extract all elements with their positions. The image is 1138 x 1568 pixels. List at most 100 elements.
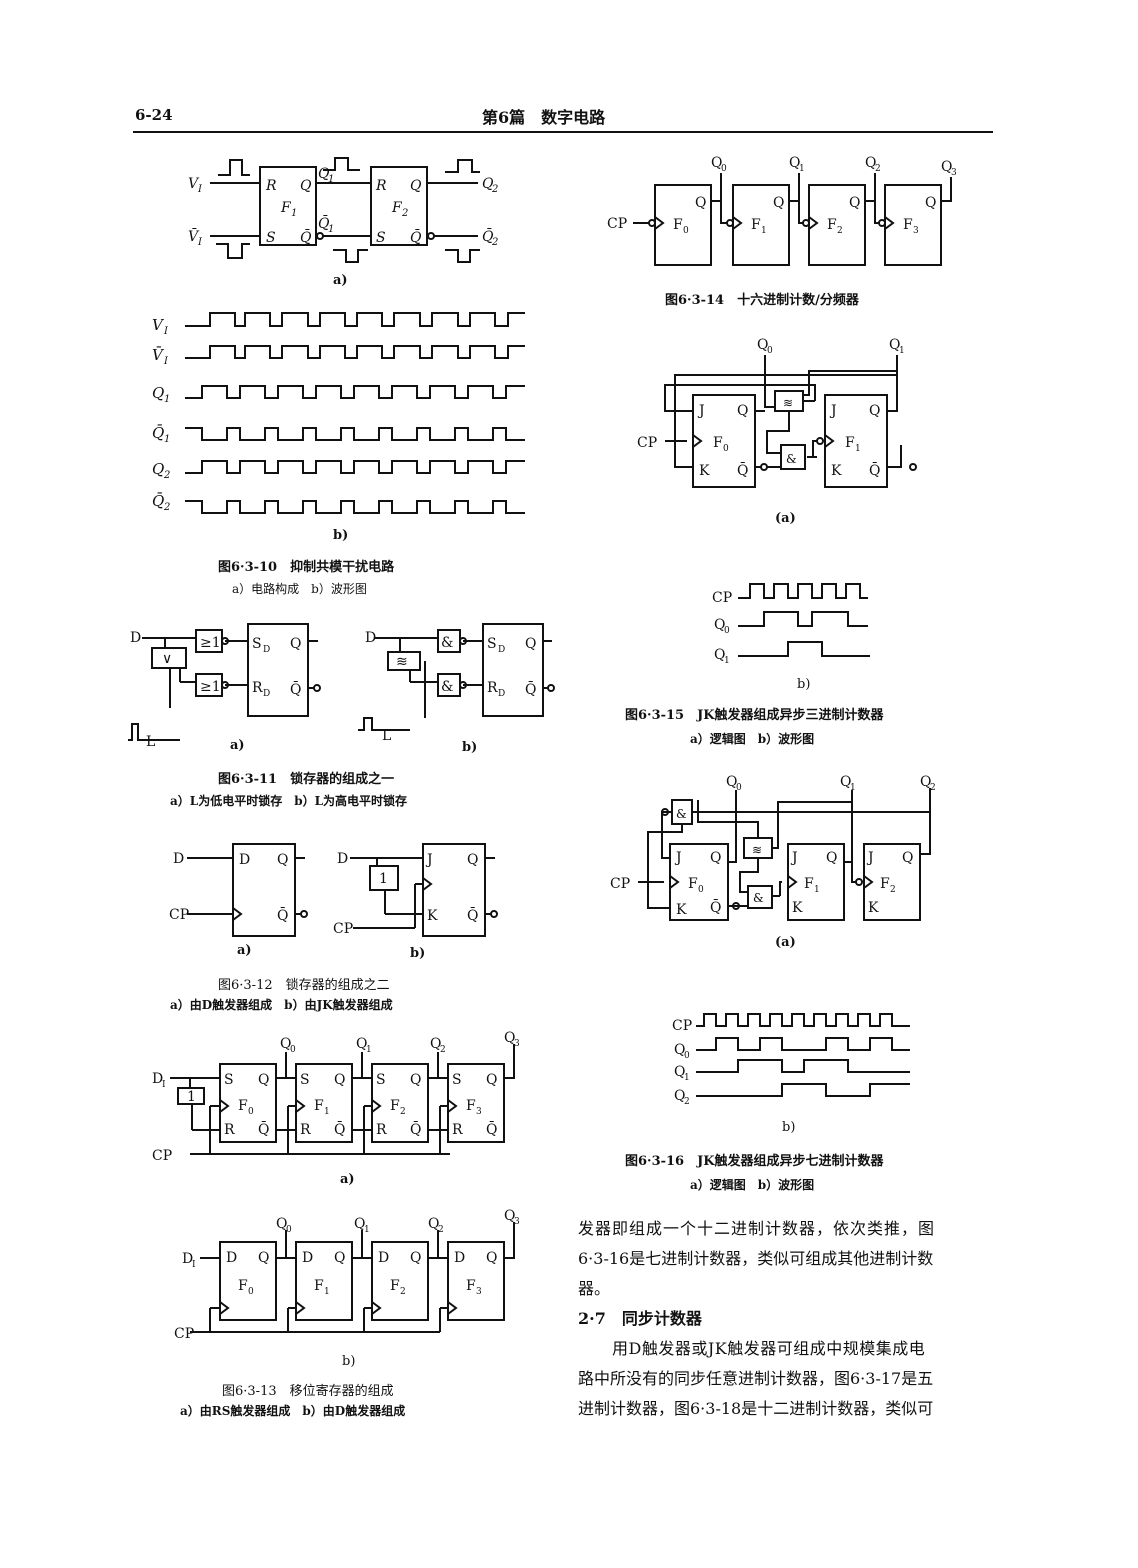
- svg-text:&: &: [441, 635, 453, 651]
- svg-text:Q: Q: [356, 1036, 367, 1052]
- svg-text:F: F: [390, 1098, 400, 1114]
- fig15b-waveforms: CP Q0 Q1: [712, 583, 870, 666]
- svg-text:≋: ≋: [783, 396, 793, 410]
- svg-text:F: F: [673, 217, 683, 233]
- svg-text:F: F: [845, 435, 855, 451]
- svg-text:S: S: [252, 636, 262, 652]
- svg-text:F: F: [466, 1278, 476, 1294]
- svg-text:F: F: [391, 200, 403, 216]
- svg-text:2: 2: [400, 1287, 406, 1297]
- svg-text:D: D: [378, 1250, 389, 1266]
- svg-text:3: 3: [913, 226, 919, 236]
- svg-text:CP: CP: [637, 435, 657, 451]
- svg-text:0: 0: [767, 346, 773, 356]
- svg-text:F: F: [314, 1278, 324, 1294]
- fig11-caption: 图6·3-11 锁存器的组成之一: [218, 772, 395, 787]
- svg-text:L: L: [146, 734, 155, 750]
- page-number: 6-24: [135, 106, 173, 124]
- svg-text:I: I: [163, 356, 169, 367]
- svg-text:Q̄: Q̄: [410, 1120, 421, 1138]
- svg-text:D: D: [454, 1250, 465, 1266]
- svg-text:R: R: [224, 1122, 235, 1138]
- svg-text:Q: Q: [318, 166, 330, 182]
- svg-text:0: 0: [721, 164, 727, 174]
- svg-text:Q: Q: [925, 195, 936, 211]
- svg-text:K: K: [676, 902, 687, 918]
- fig13-sub-b: b): [342, 1354, 356, 1369]
- svg-text:Q: Q: [714, 617, 725, 633]
- svg-text:Q: Q: [280, 1036, 291, 1052]
- svg-text:Q: Q: [941, 159, 952, 175]
- svg-text:1: 1: [328, 174, 334, 185]
- svg-text:0: 0: [698, 885, 704, 895]
- svg-text:Q: Q: [300, 178, 312, 194]
- svg-text:≥1: ≥1: [200, 635, 221, 651]
- svg-text:F: F: [827, 217, 837, 233]
- svg-text:D: D: [239, 852, 250, 868]
- svg-text:1: 1: [364, 1225, 370, 1235]
- svg-text:Q: Q: [290, 636, 301, 652]
- svg-text:F: F: [880, 876, 890, 892]
- body-line-2: 6·3-16是七进制计数器，类似可组成其他进制计数: [578, 1249, 934, 1268]
- svg-text:Q: Q: [789, 155, 800, 171]
- body-line-1: 发器即组成一个十二进制计数器，依次类推，图: [578, 1219, 936, 1238]
- svg-text:Q: Q: [674, 1042, 685, 1058]
- svg-text:Q: Q: [428, 1216, 439, 1232]
- svg-text:3: 3: [514, 1217, 520, 1227]
- svg-text:2: 2: [930, 783, 936, 793]
- svg-text:2: 2: [491, 184, 498, 195]
- svg-text:2: 2: [837, 226, 843, 236]
- body-line-3: 器。: [578, 1279, 611, 1298]
- svg-text:≥1: ≥1: [200, 679, 221, 695]
- svg-text:Q: Q: [920, 774, 931, 790]
- svg-text:V: V: [188, 176, 200, 192]
- svg-text:Q: Q: [711, 155, 722, 171]
- svg-text:F: F: [466, 1098, 476, 1114]
- svg-text:Q: Q: [726, 774, 737, 790]
- svg-text:2: 2: [400, 1107, 406, 1117]
- svg-text:D: D: [263, 645, 270, 655]
- svg-text:K: K: [427, 908, 438, 924]
- svg-text:Q̄: Q̄: [277, 906, 288, 924]
- fig11-sub-a: a): [230, 738, 245, 753]
- svg-text:Q: Q: [714, 647, 725, 663]
- svg-text:Q: Q: [277, 852, 288, 868]
- svg-text:Q̄: Q̄: [737, 461, 748, 479]
- svg-text:1: 1: [814, 885, 820, 895]
- svg-text:D: D: [226, 1250, 237, 1266]
- svg-text:K: K: [868, 900, 879, 916]
- svg-text:D: D: [498, 645, 505, 655]
- svg-text:Q̄: Q̄: [300, 228, 312, 246]
- svg-text:CP: CP: [152, 1148, 172, 1164]
- svg-text:1: 1: [328, 224, 334, 235]
- svg-text:Q: Q: [410, 1250, 421, 1266]
- svg-text:K: K: [792, 900, 803, 916]
- svg-text:F: F: [903, 217, 913, 233]
- svg-text:1: 1: [799, 164, 805, 174]
- svg-text:0: 0: [684, 1051, 690, 1061]
- fig13-sub-a: a): [340, 1172, 355, 1187]
- svg-text:3: 3: [476, 1287, 482, 1297]
- fig16-sub-b: b): [782, 1120, 796, 1135]
- svg-text:Q: Q: [410, 1072, 421, 1088]
- svg-text:CP: CP: [169, 907, 189, 923]
- svg-text:0: 0: [723, 444, 729, 454]
- svg-text:F: F: [390, 1278, 400, 1294]
- svg-text:3: 3: [951, 168, 957, 178]
- svg-text:1: 1: [187, 1089, 196, 1105]
- svg-text:I: I: [197, 237, 203, 248]
- svg-text:Q: Q: [674, 1088, 685, 1104]
- svg-text:I: I: [197, 184, 203, 195]
- svg-text:D: D: [130, 630, 141, 646]
- wave-label-vbar: V̄: [152, 346, 165, 364]
- svg-text:K: K: [831, 463, 842, 479]
- svg-text:J: J: [425, 852, 433, 868]
- svg-text:CP: CP: [672, 1018, 692, 1034]
- svg-text:Q: Q: [889, 337, 900, 353]
- svg-text:Q: Q: [258, 1072, 269, 1088]
- svg-text:S: S: [452, 1072, 462, 1088]
